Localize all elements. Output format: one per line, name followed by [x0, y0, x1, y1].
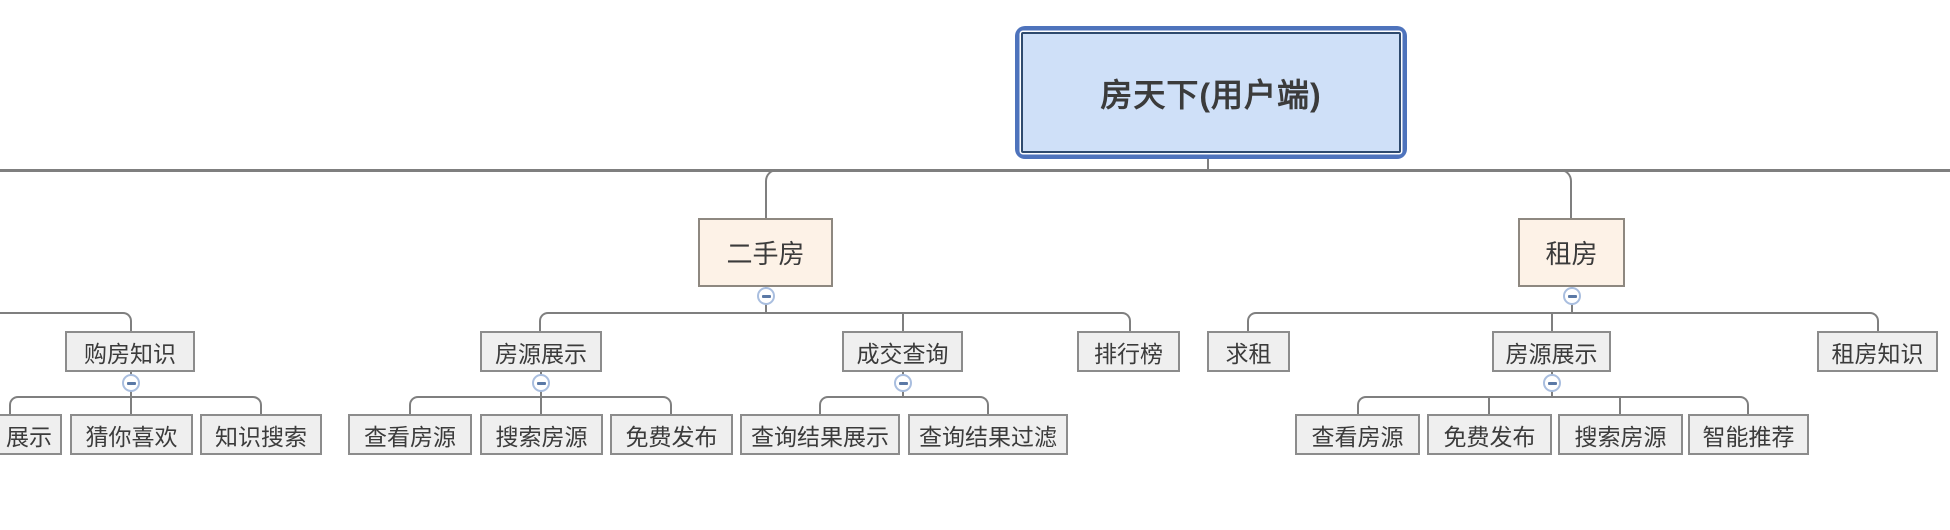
node-query-result-display[interactable]: 查询结果展示 [740, 414, 900, 455]
node-label: 房源展示 [1505, 340, 1598, 367]
node-label: 免费发布 [1443, 423, 1536, 450]
connector-elbow-second-hand-house [765, 169, 791, 218]
connector-drop-free-publish-2 [1488, 397, 1490, 414]
connector-rail-offscreen-parent [0, 312, 132, 331]
collapse-button-buying-knowledge[interactable] [122, 374, 140, 392]
connector-root-stub [1207, 150, 1209, 170]
minus-icon [1567, 294, 1577, 298]
collapse-button-rent-house[interactable] [1563, 287, 1581, 305]
node-knowledge-search[interactable]: 知识搜索 [200, 414, 322, 455]
node-label: 查看房源 [364, 423, 456, 450]
node-label: 知识搜索 [215, 423, 307, 450]
node-label: 猜你喜欢 [85, 423, 178, 450]
node-second-hand-house[interactable]: 二手房 [698, 218, 833, 287]
connector-drop-listing-display-2 [1551, 313, 1553, 331]
node-smart-recommend[interactable]: 智能推荐 [1688, 414, 1809, 455]
connector-elbow-rent-house [1546, 169, 1572, 218]
collapse-button-listing-display-1[interactable] [532, 374, 550, 392]
connector-drop-search-listings-2 [1619, 397, 1621, 414]
node-label: 二手房 [726, 239, 805, 269]
node-renting-knowledge[interactable]: 租房知识 [1817, 331, 1938, 372]
connector-level1-rail [0, 169, 1950, 172]
node-rent-house[interactable]: 租房 [1518, 218, 1625, 287]
collapse-button-deal-query[interactable] [894, 374, 912, 392]
node-view-listings-2[interactable]: 查看房源 [1295, 414, 1420, 455]
node-label: 房天下(用户端) [1100, 76, 1322, 113]
collapse-button-second-hand-house[interactable] [757, 287, 775, 305]
node-listing-display-2[interactable]: 房源展示 [1492, 331, 1611, 372]
node-label: 查询结果过滤 [919, 423, 1057, 450]
connector-rail-deal-query-children [819, 396, 989, 414]
connector-drop-guess-you-like [130, 397, 132, 414]
minus-icon [1547, 381, 1557, 385]
node-label: 免费发布 [625, 423, 718, 450]
connector-drop-search-listings-1 [540, 397, 542, 414]
node-label: 求租 [1225, 340, 1272, 367]
node-listing-display-1[interactable]: 房源展示 [480, 331, 602, 372]
node-rent-seeking[interactable]: 求租 [1207, 331, 1290, 372]
node-view-listings-1[interactable]: 查看房源 [348, 414, 472, 455]
node-label: 租房 [1545, 239, 1598, 269]
node-search-listings-1[interactable]: 搜索房源 [480, 414, 603, 455]
node-free-publish-1[interactable]: 免费发布 [610, 414, 733, 455]
node-search-listings-2[interactable]: 搜索房源 [1558, 414, 1683, 455]
minus-icon [536, 381, 546, 385]
node-label: 排行榜 [1094, 340, 1163, 367]
node-ranking[interactable]: 排行榜 [1077, 331, 1180, 372]
node-label: 房源展示 [495, 340, 587, 367]
node-label: 展示 [6, 423, 52, 450]
connector-rail-listing-display-2-children [1357, 396, 1749, 414]
collapse-button-listing-display-2[interactable] [1543, 374, 1561, 392]
node-label: 租房知识 [1831, 340, 1924, 367]
connector-rail-second-hand-children [539, 312, 1131, 331]
node-deal-query[interactable]: 成交查询 [842, 331, 963, 372]
node-label: 查询结果展示 [751, 423, 889, 450]
node-root[interactable]: 房天下(用户端) [1015, 26, 1407, 159]
minus-icon [898, 381, 908, 385]
node-display-clipped[interactable]: 展示 [0, 414, 62, 455]
node-guess-you-like[interactable]: 猜你喜欢 [70, 414, 193, 455]
minus-icon [126, 381, 136, 385]
node-label: 搜索房源 [1574, 423, 1667, 450]
node-label: 搜索房源 [495, 423, 588, 450]
connector-drop-deal-query [902, 313, 904, 331]
connector-rail-buying-knowledge-children [9, 396, 262, 414]
node-query-result-filter[interactable]: 查询结果过滤 [908, 414, 1068, 455]
minus-icon [761, 294, 771, 298]
node-label: 查看房源 [1311, 423, 1404, 450]
node-buying-knowledge[interactable]: 购房知识 [65, 331, 195, 372]
node-label: 购房知识 [84, 340, 176, 367]
node-label: 成交查询 [856, 340, 949, 367]
connector-rail-rent-children [1247, 312, 1879, 331]
node-free-publish-2[interactable]: 免费发布 [1427, 414, 1552, 455]
node-label: 智能推荐 [1702, 423, 1795, 450]
